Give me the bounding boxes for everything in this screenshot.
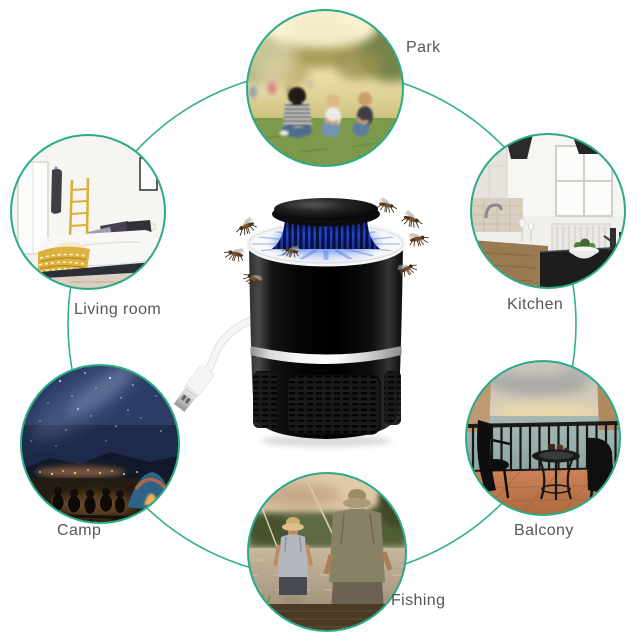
mosquito-icon — [222, 243, 247, 264]
scene-label-living-room: Living room — [74, 301, 162, 318]
mosquito-icon — [406, 228, 431, 249]
scene-label-park: Park — [406, 39, 441, 56]
photo-living-room — [10, 134, 166, 290]
usb-connector — [173, 365, 214, 412]
photo-kitchen — [470, 133, 626, 289]
scene-label-fishing: Fishing — [391, 592, 446, 609]
lamp-cap — [272, 198, 380, 227]
usb-cable — [203, 314, 262, 375]
scene-label-camp: Camp — [57, 522, 102, 539]
mosquito-lamp — [173, 198, 406, 447]
lamp-band — [250, 346, 402, 364]
scene-label-kitchen: Kitchen — [507, 296, 564, 313]
lamp-grille — [253, 371, 401, 435]
photo-balcony — [465, 360, 621, 516]
photo-camp — [20, 364, 180, 524]
mosquito-icon — [399, 207, 427, 232]
photo-park — [246, 9, 404, 167]
mosquito-icon — [375, 194, 400, 216]
scene-label-balcony: Balcony — [514, 522, 574, 539]
lamp-shadow — [260, 435, 392, 447]
